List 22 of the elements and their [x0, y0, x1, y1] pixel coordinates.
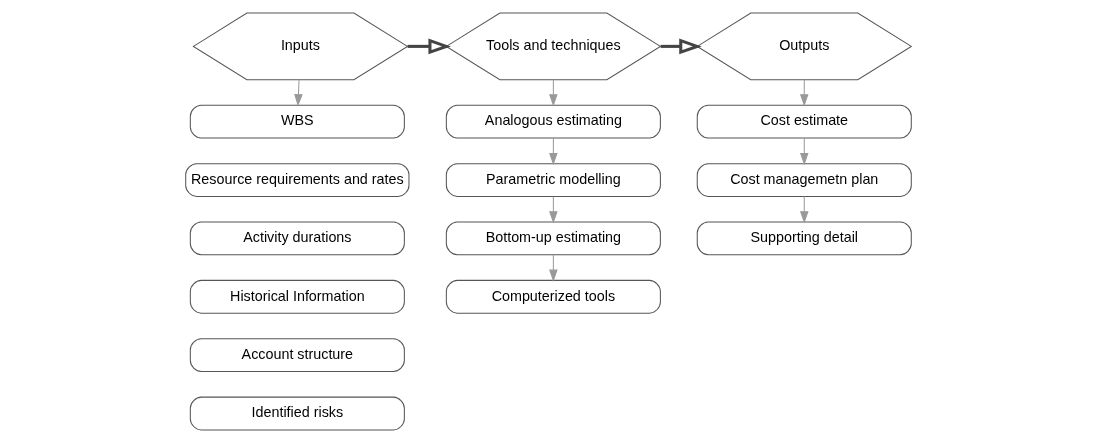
arrow — [799, 195, 809, 224]
arrow — [799, 137, 809, 165]
node-box: Historical Information — [189, 279, 405, 314]
node-box: WBS — [189, 104, 405, 139]
node-box: Supporting detail — [696, 221, 912, 255]
node-box: Parametric modelling — [445, 162, 661, 197]
arrow — [294, 78, 303, 106]
arrow — [660, 37, 702, 54]
node-box: Analogous estimating — [445, 104, 661, 139]
arrow — [799, 78, 809, 106]
node-box: Activity durations — [189, 221, 405, 255]
arrow — [549, 195, 558, 224]
node-box: Computerized tools — [445, 279, 661, 314]
node-box: Cost estimate — [696, 104, 912, 139]
node-box: Resource requirements and rates — [185, 162, 410, 197]
arrow — [549, 137, 558, 165]
node-box: Bottom-up estimating — [445, 221, 661, 255]
node-box: Cost managemetn plan — [696, 162, 912, 197]
arrow — [549, 78, 558, 106]
arrow — [407, 37, 451, 54]
node-box: Identified risks — [189, 396, 405, 430]
node-box: Account structure — [189, 337, 405, 372]
